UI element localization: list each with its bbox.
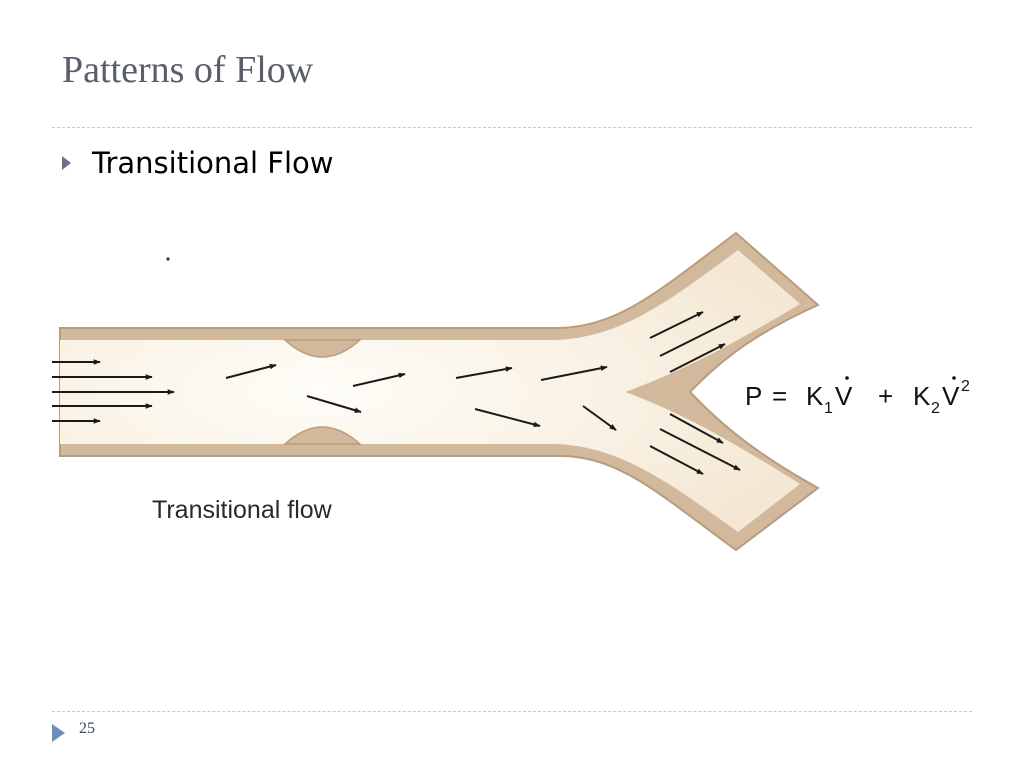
flow-arrow	[352, 372, 406, 387]
equation-plus: +	[878, 381, 893, 411]
flow-arrow	[649, 311, 704, 339]
v1-dot	[845, 376, 849, 380]
equation-sub2: 2	[931, 400, 940, 417]
bullet-text: Transitional Flow	[92, 146, 334, 180]
flow-equation: P = K 1 V + K 2 V 2	[745, 376, 970, 417]
equation-v2: V	[942, 381, 960, 411]
flow-arrow	[225, 363, 277, 379]
title-divider	[52, 127, 972, 128]
footer-divider	[52, 711, 972, 712]
flow-arrow	[306, 395, 362, 413]
equation-p: P	[745, 381, 762, 411]
flow-arrow	[659, 315, 741, 357]
page-number: 25	[79, 720, 95, 737]
flow-arrow	[669, 343, 726, 373]
equation-sup2: 2	[961, 378, 970, 395]
v2-dot	[952, 376, 956, 380]
flow-arrow	[474, 408, 541, 428]
airway-lumen	[60, 250, 800, 532]
figure-caption: Transitional flow	[152, 496, 333, 524]
stray-dot	[166, 257, 170, 261]
flow-arrows	[52, 311, 741, 475]
equation-equals: =	[772, 381, 787, 411]
footer-triangle-icon	[52, 724, 65, 742]
upper-constriction	[283, 339, 362, 358]
bullet-triangle-icon	[62, 156, 71, 170]
flow-arrow	[540, 365, 608, 381]
equation-v1: V	[835, 381, 853, 411]
flow-arrow	[455, 366, 513, 379]
equation-k1: K	[806, 381, 824, 411]
flow-arrow	[582, 405, 617, 431]
flow-arrow	[669, 413, 724, 444]
equation-sub1: 1	[824, 400, 833, 417]
slide-title: Patterns of Flow	[62, 49, 314, 91]
flow-arrow	[649, 445, 704, 475]
equation-k2: K	[913, 381, 931, 411]
lower-constriction	[283, 426, 362, 445]
flow-arrow	[659, 428, 741, 471]
bullet-item: Transitional Flow	[62, 146, 334, 180]
